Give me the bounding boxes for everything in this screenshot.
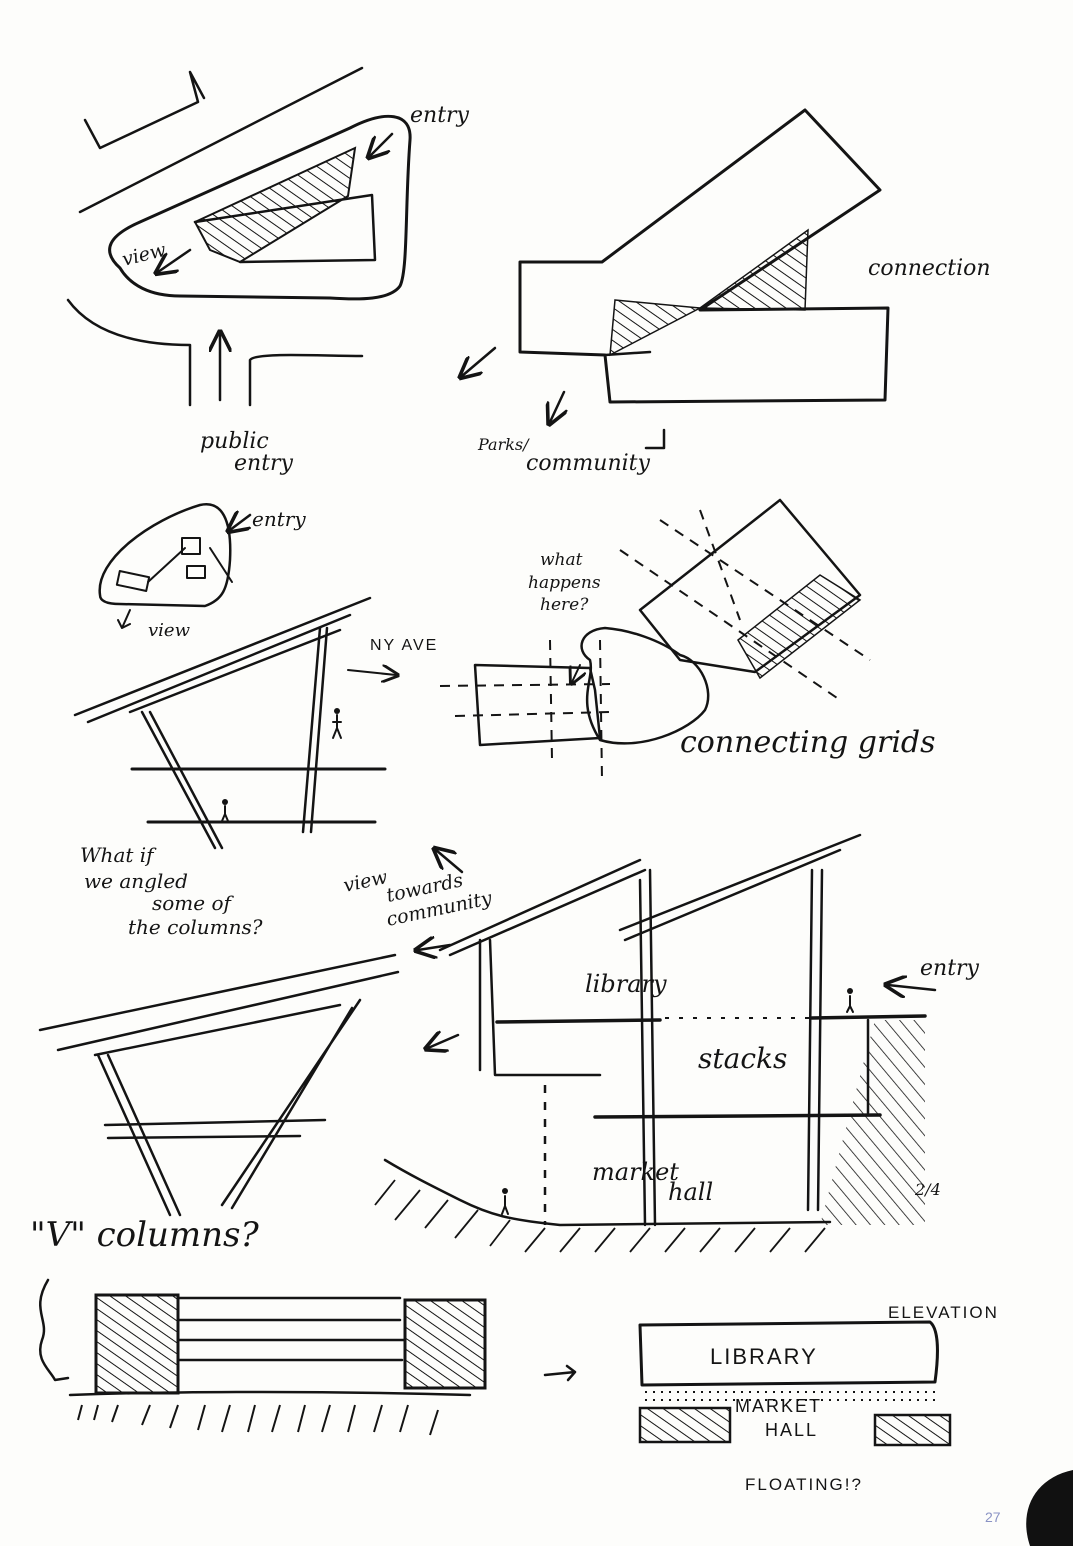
- public-entry-label-2: entry: [234, 451, 294, 476]
- elevation-library-label: LIBRARY: [710, 1344, 818, 1369]
- library-label: library: [585, 970, 667, 998]
- person-figure-3: [502, 1196, 508, 1214]
- view-towards-arrow-up: [436, 850, 462, 872]
- market-hatch-left: [640, 1408, 730, 1442]
- hatched-building: [195, 148, 355, 262]
- person-figure-1: [333, 715, 341, 738]
- market-hatch-right: [875, 1415, 950, 1445]
- connection-label: connection: [868, 256, 991, 281]
- page-number: 27: [985, 1509, 1001, 1525]
- small-view-arrow: [118, 610, 130, 628]
- connecting-grids-label: connecting grids: [680, 725, 936, 760]
- what-if-line-1: What if: [80, 843, 157, 867]
- ny-ave-arrow: [348, 670, 396, 675]
- ground-hatch-right: [820, 1020, 925, 1225]
- v-column-right: [222, 1000, 360, 1208]
- left-hatched-mass: [96, 1295, 178, 1393]
- right-column: [808, 870, 822, 1210]
- site-plan-sketch: entry view public entry: [68, 68, 470, 476]
- parks-label: Parks/: [477, 435, 530, 454]
- massing-arrow-1: [462, 348, 495, 376]
- elevation-sketch-left: [40, 1280, 575, 1435]
- v-column-left: [98, 1055, 180, 1215]
- small-site-boundary: [100, 504, 231, 606]
- small-block-2: [182, 538, 200, 554]
- stacks-floor: [595, 1115, 880, 1117]
- massing-outline: [520, 110, 888, 402]
- person-figure-4: [847, 996, 853, 1012]
- floating-label: FLOATING!?: [745, 1475, 863, 1494]
- person-head-3: [502, 1188, 508, 1194]
- elevation-ground-hatch: [78, 1405, 438, 1435]
- floor-mark-label: 2/4: [914, 1180, 941, 1199]
- section-entry-label: entry: [920, 956, 980, 981]
- road-right: [250, 355, 362, 405]
- small-block-1: [117, 571, 149, 591]
- massing-shadow-2: [700, 230, 808, 310]
- what-if-line-2: we angled: [84, 869, 188, 893]
- elevation-ground: [70, 1392, 470, 1395]
- entry-floor: [812, 1016, 925, 1018]
- road-left: [68, 300, 190, 405]
- massing-shadow-1: [610, 300, 700, 355]
- person-head-4: [847, 988, 853, 994]
- connecting-grids-sketch: what happens here? connecting grids: [440, 500, 936, 780]
- curly-bracket: [40, 1280, 68, 1380]
- elevation-label: ELEVATION: [888, 1303, 999, 1322]
- massing-arrow-3: [646, 430, 664, 448]
- what-happens-line-2: happens: [528, 573, 601, 593]
- building-section-sketch: view towards community library stacks ma…: [341, 835, 979, 1252]
- elevation-hall-label: HALL: [765, 1420, 818, 1440]
- elevation-market-label: MARKET: [735, 1396, 822, 1416]
- angled-column: [142, 712, 222, 848]
- grid-block-left: [475, 665, 600, 745]
- building-outline: [85, 72, 204, 148]
- what-if-line-4: the columns?: [128, 915, 263, 939]
- connection-massing-sketch: connection Parks/ community: [462, 110, 991, 476]
- v-floor-2: [108, 1136, 300, 1138]
- elevation-sketch-right: ELEVATION LIBRARY MARKET HALL FLOATING!?: [640, 1303, 999, 1494]
- vertical-column: [303, 628, 327, 832]
- v-columns-sketch: "V" columns?: [30, 955, 398, 1255]
- roof-lines: [75, 598, 370, 722]
- market-label: market: [592, 1158, 679, 1186]
- what-if-line-3: some of: [152, 891, 235, 915]
- small-block-3: [187, 566, 205, 578]
- view-towards-line-1: view: [341, 866, 389, 897]
- entry-arrow: [370, 134, 392, 156]
- small-view-label: view: [148, 620, 191, 641]
- v-roof-lines: [40, 955, 398, 1055]
- upper-left-wall: [480, 940, 600, 1075]
- thumb-shadow: [1026, 1470, 1073, 1546]
- small-entry-label: entry: [252, 507, 306, 531]
- massing-arrow-2: [550, 392, 564, 422]
- stacks-label: stacks: [698, 1042, 787, 1075]
- entry-arrow-section: [888, 985, 935, 990]
- grid-block-shadow: [738, 575, 860, 678]
- small-site-plan-sketch: entry view: [100, 504, 307, 641]
- what-happens-line-3: here?: [540, 595, 589, 615]
- bridge-lines: [178, 1298, 405, 1360]
- community-label: community: [526, 451, 651, 476]
- hall-label: hall: [668, 1178, 713, 1206]
- v-columns-label: "V" columns?: [30, 1215, 260, 1255]
- library-floor: [497, 1020, 660, 1022]
- what-happens-line-1: what: [540, 550, 583, 570]
- view-label: view: [120, 239, 168, 271]
- person-head-1: [334, 708, 340, 714]
- entry-label: entry: [410, 103, 470, 128]
- ny-ave-label: NY AVE: [370, 637, 438, 654]
- small-entry-arrow: [230, 515, 250, 530]
- section-arrow-left: [428, 1035, 458, 1048]
- right-hatched-mass: [405, 1300, 485, 1388]
- person-figure-2: [222, 806, 228, 821]
- elevation-arrow: [545, 1366, 575, 1380]
- person-head-2: [222, 799, 228, 805]
